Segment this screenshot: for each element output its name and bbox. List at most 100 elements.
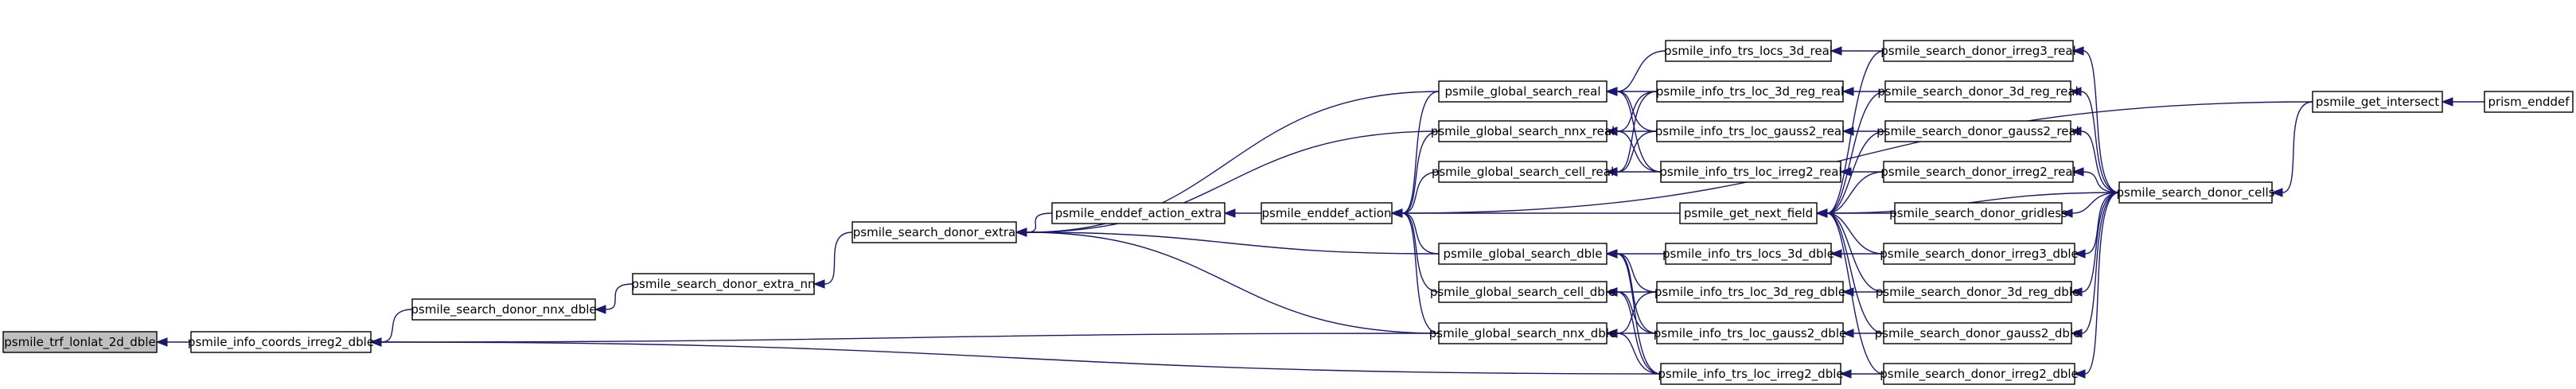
node-sd-irreg2-real[interactable]: psmile_search_donor_irreg2_real (1880, 161, 2076, 183)
edge-extra_nn-to-search_nnx (605, 283, 633, 310)
node-label: psmile_info_trs_loc_gauss2_real (1655, 124, 1845, 139)
edge-search_nnx-to-info_coords (380, 309, 413, 343)
node-gs-dble[interactable]: psmile_global_search_dble (1438, 243, 1608, 265)
arrowhead-icon (1015, 228, 1027, 237)
edge-sd_cells-to-sd_3dreg_real (2080, 91, 2120, 193)
arrowhead-icon (1815, 208, 1828, 218)
node-enddef-action[interactable]: psmile_enddef_action (1261, 202, 1393, 224)
node-label: psmile_global_search_cell_dble (1430, 285, 1615, 300)
edge-extra-to-extra_nn (824, 231, 853, 285)
arrowhead-icon (1830, 249, 1842, 259)
node-prism-enddef[interactable]: prism_enddef (2484, 91, 2574, 113)
node-label: psmile_get_next_field (1684, 206, 1813, 221)
node-sd-gauss2-dble[interactable]: psmile_search_donor_gauss2_dble (1875, 322, 2081, 344)
node-box (1884, 120, 2071, 142)
node-label: psmile_enddef_action (1262, 206, 1392, 221)
node-box (1665, 40, 1832, 62)
node-extra[interactable]: psmile_search_donor_extra (852, 221, 1017, 243)
node-box (1438, 120, 1608, 142)
arrowhead-icon (1223, 208, 1236, 218)
node-label: psmile_search_donor_extra_nn (632, 277, 816, 292)
node-info-coords[interactable]: psmile_info_coords_irreg2_dble (188, 331, 374, 353)
node-enddef-extra[interactable]: psmile_enddef_action_extra (1051, 202, 1226, 224)
edge-sd_irreg2_real-to-get_next (1826, 171, 1884, 214)
arrowhead-icon (1830, 46, 1842, 56)
node-label: psmile_enddef_action_extra (1055, 206, 1222, 221)
edge-sd_irreg2_dble-to-get_next (1826, 212, 1884, 375)
node-it-irreg2-real[interactable]: psmile_info_trs_loc_irreg2_real (1659, 161, 1842, 183)
node-it-locs3d-dble[interactable]: psmile_info_trs_locs_3d_dble (1662, 243, 1834, 265)
node-sd-irreg2-dble[interactable]: psmile_search_donor_irreg2_dble (1880, 363, 2079, 385)
node-gs-real[interactable]: psmile_global_search_real (1438, 80, 1608, 103)
node-box (2118, 181, 2273, 204)
arrowhead-icon (2073, 249, 2086, 259)
edge-sd_cells-to-sd_gauss2_dble (2081, 192, 2120, 334)
node-box (1894, 202, 2063, 224)
node-label: psmile_search_donor_gridless (1889, 206, 2067, 221)
node-box (632, 273, 815, 295)
edge-it_gauss2_real-to-gs_cell_real (1616, 130, 1658, 173)
node-it-loc3dreg-dble[interactable]: psmile_info_trs_loc_3d_reg_dble (1654, 281, 1845, 303)
arrowhead-icon (1605, 167, 1618, 177)
edge-it_locs3d_real-to-gs_real (1616, 50, 1666, 92)
edge-sd_irreg3_dble-to-get_next (1826, 212, 1884, 255)
edge-it_irreg2_dble-to-gs_dble (1616, 253, 1662, 375)
node-gs-cell-real[interactable]: psmile_global_search_cell_real (1432, 161, 1614, 183)
node-sd-gridless[interactable]: psmile_search_donor_gridless (1889, 202, 2067, 224)
node-it-gauss2-real[interactable]: psmile_info_trs_loc_gauss2_real (1655, 120, 1845, 142)
node-sd-irreg3-real[interactable]: psmile_search_donor_irreg3_real (1880, 40, 2076, 62)
node-sd-irreg3-dble[interactable]: psmile_search_donor_irreg3_dble (1880, 243, 2079, 265)
edge-sd_3dreg_dble-to-get_next (1826, 212, 1884, 293)
node-label: psmile_global_search_dble (1443, 247, 1602, 262)
arrowhead-icon (2060, 208, 2073, 218)
node-label: psmile_search_donor_3d_reg_dble (1876, 285, 2079, 300)
node-box (1438, 322, 1608, 344)
edge-it_loc3dreg_real-to-gs_nnx_real (1616, 91, 1658, 132)
node-trf[interactable]: psmile_trf_lonlat_2d_dble (2, 331, 158, 353)
arrowhead-icon (369, 337, 382, 347)
edge-gs_nnx_real-to-enddef_action (1401, 130, 1440, 214)
node-label: psmile_global_search_nnx_real (1431, 124, 1615, 139)
node-label: psmile_trf_lonlat_2d_dble (4, 335, 155, 350)
node-box (1438, 80, 1608, 103)
arrowhead-icon (2070, 329, 2083, 338)
node-sd-cells[interactable]: psmile_search_donor_cells (2116, 181, 2275, 204)
node-box (1656, 120, 1844, 142)
node-gs-nnx-real[interactable]: psmile_global_search_nnx_real (1431, 120, 1615, 142)
edge-sd_3dreg_real-to-get_next (1826, 91, 1886, 214)
edge-gs_real-to-extra (1026, 91, 1440, 233)
node-label: psmile_search_donor_extra (853, 225, 1015, 240)
node-get-next[interactable]: psmile_get_next_field (1679, 202, 1818, 224)
node-extra-nn[interactable]: psmile_search_donor_extra_nn (632, 273, 816, 295)
node-box (1051, 202, 1226, 224)
node-it-locs3d-real[interactable]: psmile_info_trs_locs_3d_real (1664, 40, 1833, 62)
node-gs-cell-dble[interactable]: psmile_global_search_cell_dble (1430, 281, 1615, 303)
arrowhead-icon (1841, 329, 1854, 338)
node-box (1883, 363, 2075, 385)
arrowhead-icon (1390, 208, 1403, 218)
node-box (1261, 202, 1393, 224)
node-sd-gauss2-real[interactable]: psmile_search_donor_gauss2_real (1876, 120, 2079, 142)
node-gs-nnx-dble[interactable]: psmile_global_search_nnx_dble (1429, 322, 1616, 344)
node-label: psmile_info_coords_irreg2_dble (188, 335, 374, 350)
node-it-irreg2-dble[interactable]: psmile_info_trs_loc_irreg2_dble (1658, 363, 1844, 385)
arrowhead-icon (2270, 188, 2283, 197)
arrowhead-icon (1839, 369, 1852, 379)
node-label: psmile_info_trs_loc_irreg2_dble (1658, 367, 1843, 382)
node-label: psmile_global_search_real (1444, 84, 1600, 99)
node-search-nnx[interactable]: psmile_search_donor_nnx_dble (411, 298, 597, 321)
edge-sd_cells-to-sd_irreg2_real (2083, 171, 2120, 193)
node-sd-3dreg-real[interactable]: psmile_search_donor_3d_reg_real (1877, 80, 2079, 103)
arrowhead-icon (1839, 167, 1852, 177)
arrowhead-icon (2071, 46, 2084, 56)
node-it-gauss2-dble[interactable]: psmile_info_trs_loc_gauss2_dble (1654, 322, 1846, 344)
node-label: prism_enddef (2488, 95, 2570, 110)
node-box (1883, 281, 2072, 303)
node-box (2312, 91, 2443, 113)
node-sd-3dreg-dble[interactable]: psmile_search_donor_3d_reg_dble (1876, 281, 2079, 303)
edge-sd_cells-to-sd_irreg3_real (2083, 50, 2120, 193)
edge-gs_dble-to-extra (1026, 231, 1440, 255)
node-get-intersect[interactable]: psmile_get_intersect (2312, 91, 2443, 113)
node-label: psmile_search_donor_irreg2_dble (1880, 367, 2079, 382)
node-it-loc3dreg-real[interactable]: psmile_info_trs_loc_3d_reg_real (1656, 80, 1844, 103)
